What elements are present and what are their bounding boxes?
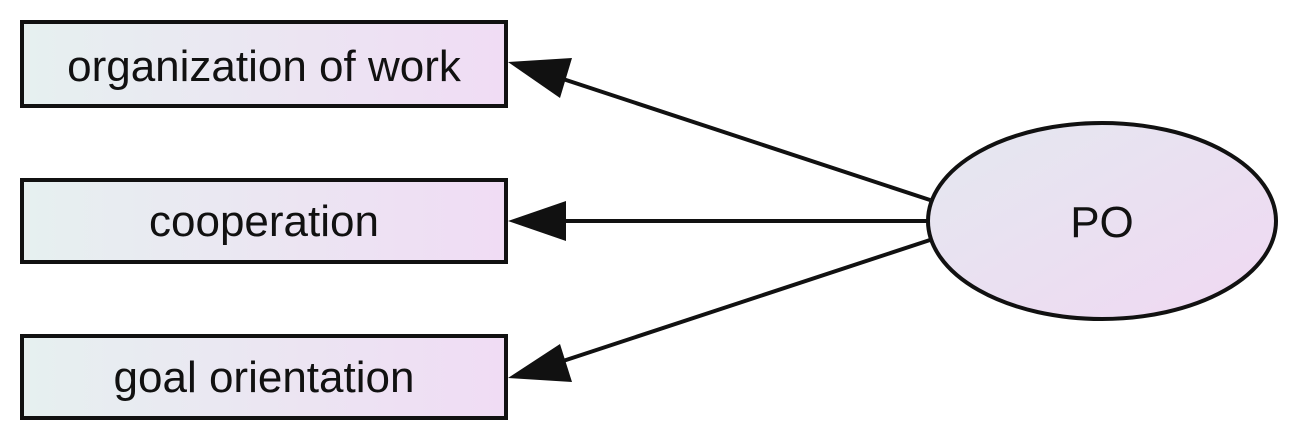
indicator-label: goal orientation <box>114 353 415 402</box>
indicator-label: cooperation <box>149 197 379 246</box>
indicator-cooperation: cooperation <box>20 178 508 264</box>
path-arrow-organization-of-work <box>508 58 931 202</box>
indicator-organization-of-work: organization of work <box>20 20 508 108</box>
latent-variable-po: PO <box>926 121 1278 321</box>
latent-label: PO <box>1070 198 1134 247</box>
path-arrow-goal-orientation <box>508 238 931 382</box>
path-arrow-cooperation <box>508 201 928 241</box>
indicator-label: organization of work <box>67 42 462 91</box>
indicator-goal-orientation: goal orientation <box>20 334 508 420</box>
